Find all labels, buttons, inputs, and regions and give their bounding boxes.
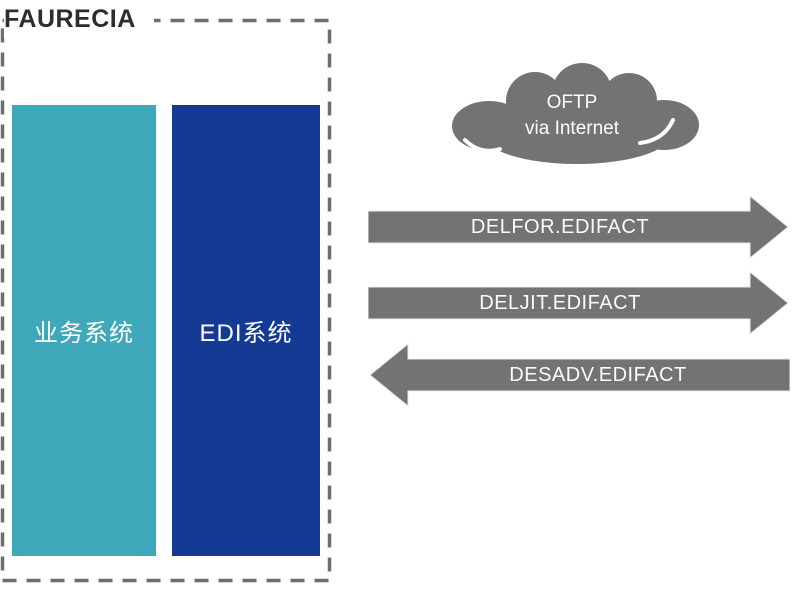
cloud-label-line2: via Internet bbox=[525, 118, 619, 139]
oftp-cloud: OFTP via Internet bbox=[437, 60, 707, 170]
arrow-delfor-label: DELFOR.EDIFACT bbox=[470, 215, 650, 238]
faurecia-boundary-box bbox=[0, 18, 332, 583]
arrow-deljit: DELJIT.EDIFACT bbox=[368, 271, 790, 335]
left-arrow-icon bbox=[369, 343, 790, 407]
arrow-desadv-label: DESADV.EDIFACT bbox=[509, 363, 687, 386]
arrow-delfor: DELFOR.EDIFACT bbox=[368, 195, 790, 259]
business-system-label: 业务系统 bbox=[34, 320, 134, 347]
cloud-label-line1: OFTP bbox=[546, 92, 598, 113]
company-label: FAURECIA bbox=[4, 5, 154, 38]
cloud-label: OFTP via Internet bbox=[437, 60, 707, 170]
arrow-desadv: DESADV.EDIFACT bbox=[368, 343, 790, 407]
arrow-deljit-label: DELJIT.EDIFACT bbox=[479, 291, 641, 314]
edi-system-block: EDI系统 bbox=[172, 105, 320, 556]
right-arrow-icon bbox=[368, 271, 789, 335]
right-arrow-icon bbox=[368, 195, 789, 259]
edi-system-label: EDI系统 bbox=[199, 320, 293, 347]
cloud-icon bbox=[452, 63, 699, 164]
business-system-block: 业务系统 bbox=[12, 105, 156, 556]
